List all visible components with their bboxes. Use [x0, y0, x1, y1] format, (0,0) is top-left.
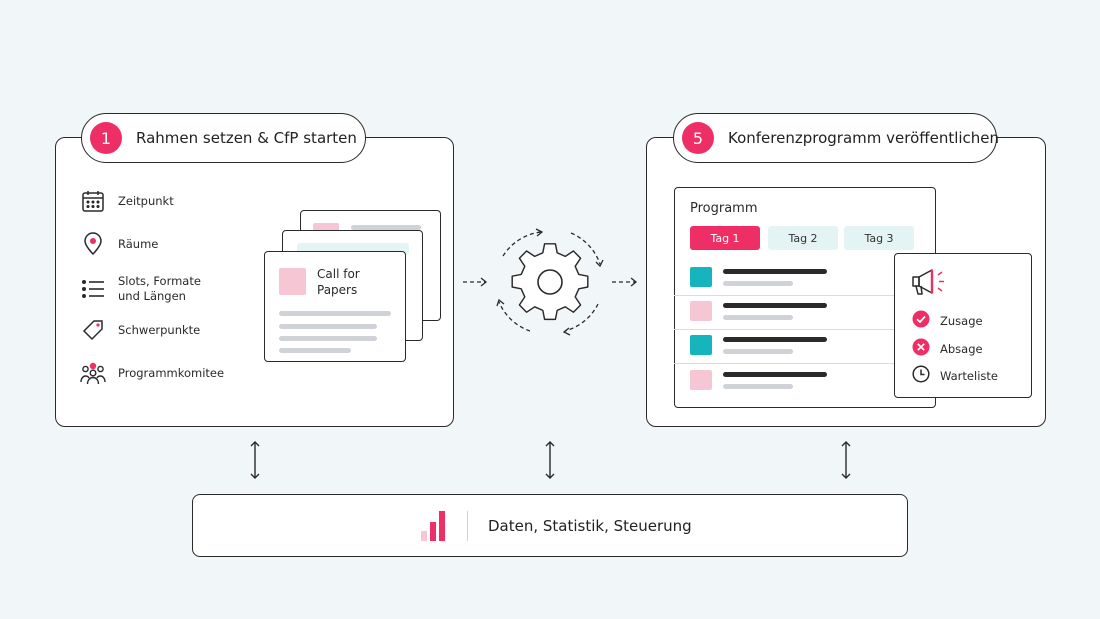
list-icon — [80, 276, 106, 302]
program-card-title: Programm — [690, 201, 758, 216]
rsvp-label: Absage — [940, 342, 983, 356]
row-divider — [674, 329, 935, 330]
double-arrow-left — [250, 441, 260, 479]
clock-icon — [912, 365, 930, 387]
session-title-line — [723, 337, 827, 342]
cfp-title-line: Call for — [317, 267, 360, 281]
row-divider — [674, 363, 935, 364]
dashed-arrow-out — [612, 277, 638, 287]
check-circle-icon — [912, 310, 930, 332]
double-arrow-center — [545, 441, 555, 479]
feature-label-line: und Längen — [118, 289, 186, 303]
session-color-marker — [690, 301, 712, 321]
calendar-icon — [80, 188, 106, 214]
session-title-line — [723, 269, 827, 274]
left-panel-title: Rahmen setzen & CfP starten — [136, 129, 357, 147]
left-panel-header: 1 Rahmen setzen & CfP starten — [81, 113, 366, 163]
gear-icon — [511, 243, 589, 321]
feature-item-slots: Slots, Formate und Längen — [80, 274, 201, 304]
megaphone-icon — [910, 266, 950, 302]
placeholder-line — [279, 336, 377, 341]
center-process-graphic — [463, 228, 638, 336]
tab-tag-1[interactable]: Tag 1 — [690, 226, 760, 250]
bar-chart-icon — [419, 509, 449, 547]
cfp-card-title: Call for Papers — [317, 266, 360, 298]
feature-label: Räume — [118, 236, 159, 251]
right-panel-title: Konferenzprogramm veröffentlichen — [728, 129, 1000, 147]
bottom-bar — [192, 494, 908, 557]
program-card — [674, 187, 936, 408]
double-arrow-right — [841, 441, 851, 479]
session-meta-line — [723, 315, 793, 320]
x-circle-icon — [912, 338, 930, 360]
placeholder-line — [279, 324, 377, 329]
rsvp-item-zusage: Zusage — [912, 310, 983, 332]
team-icon — [80, 360, 106, 386]
cfp-pink-square — [279, 268, 306, 295]
rsvp-item-warteliste: Warteliste — [912, 365, 998, 387]
cycle-arrow-heads — [496, 228, 604, 336]
session-meta-line — [723, 384, 793, 389]
feature-label: Schwerpunkte — [118, 322, 201, 337]
cfp-card-front: Call for Papers — [264, 251, 406, 362]
session-color-marker — [690, 335, 712, 355]
step-number-badge: 1 — [90, 122, 122, 154]
feature-item-raeume: Räume — [80, 231, 158, 257]
tab-tag-2[interactable]: Tag 2 — [768, 226, 838, 250]
row-divider — [674, 295, 935, 296]
placeholder-line — [279, 348, 351, 353]
session-title-line — [723, 303, 827, 308]
feature-item-programmkomitee: Programmkomitee — [80, 360, 224, 386]
rsvp-item-absage: Absage — [912, 338, 983, 360]
bottom-divider — [467, 511, 468, 541]
rsvp-label: Zusage — [940, 314, 983, 328]
bottom-bar-label: Daten, Statistik, Steuerung — [488, 517, 692, 535]
feature-label: Programmkomitee — [118, 365, 225, 380]
feature-label: Zeitpunkt — [118, 193, 174, 208]
step-number-badge: 5 — [682, 122, 714, 154]
session-meta-line — [723, 349, 793, 354]
location-pin-icon — [80, 231, 106, 257]
session-color-marker — [690, 267, 712, 287]
dashed-arrow-in — [463, 277, 488, 287]
tag-icon — [80, 317, 106, 343]
session-title-line — [723, 372, 827, 377]
right-panel-header: 5 Konferenzprogramm veröffentlichen — [673, 113, 1000, 163]
feature-item-schwerpunkte: Schwerpunkte — [80, 317, 200, 343]
cfp-title-line: Papers — [317, 283, 358, 297]
tab-tag-3[interactable]: Tag 3 — [844, 226, 914, 250]
feature-label-line: Slots, Formate — [118, 274, 201, 288]
cycle-arrows — [498, 231, 601, 332]
session-color-marker — [690, 370, 712, 390]
placeholder-line — [279, 311, 391, 316]
feature-item-zeitpunkt: Zeitpunkt — [80, 188, 174, 214]
session-meta-line — [723, 281, 793, 286]
placeholder-line — [351, 225, 421, 230]
feature-label: Slots, Formate und Längen — [118, 274, 201, 304]
rsvp-label: Warteliste — [940, 369, 998, 383]
